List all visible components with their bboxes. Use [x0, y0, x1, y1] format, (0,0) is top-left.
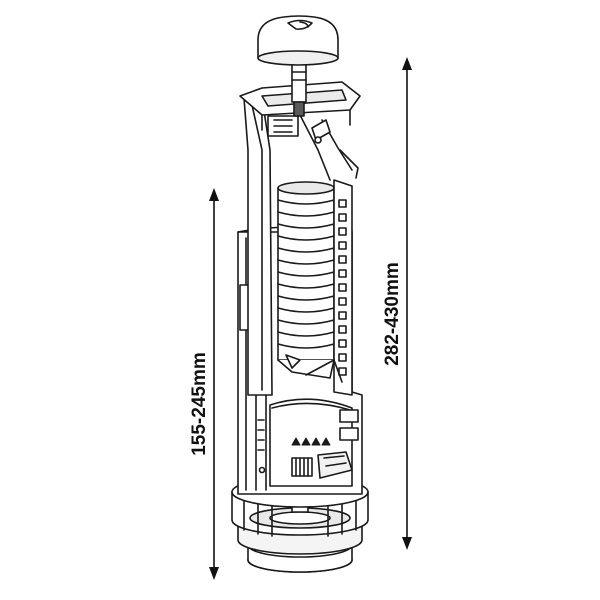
push-rod	[291, 61, 307, 117]
dimension-short: 155-245mm	[189, 188, 219, 580]
up-arrow-icon	[209, 188, 219, 201]
float-cup	[269, 398, 359, 487]
dimension-tall: 282-430mm	[382, 57, 412, 550]
dimension-short-label: 155-245mm	[189, 352, 210, 456]
up-arrow-icon	[402, 57, 412, 70]
overflow-tube	[243, 97, 273, 396]
flush-valve	[231, 15, 369, 573]
dimension-tall-label: 282-430mm	[382, 262, 403, 366]
float-rod	[305, 179, 353, 396]
bellows	[277, 181, 335, 379]
push-button	[257, 15, 339, 66]
down-arrow-icon	[402, 537, 412, 550]
down-arrow-icon	[209, 567, 219, 580]
